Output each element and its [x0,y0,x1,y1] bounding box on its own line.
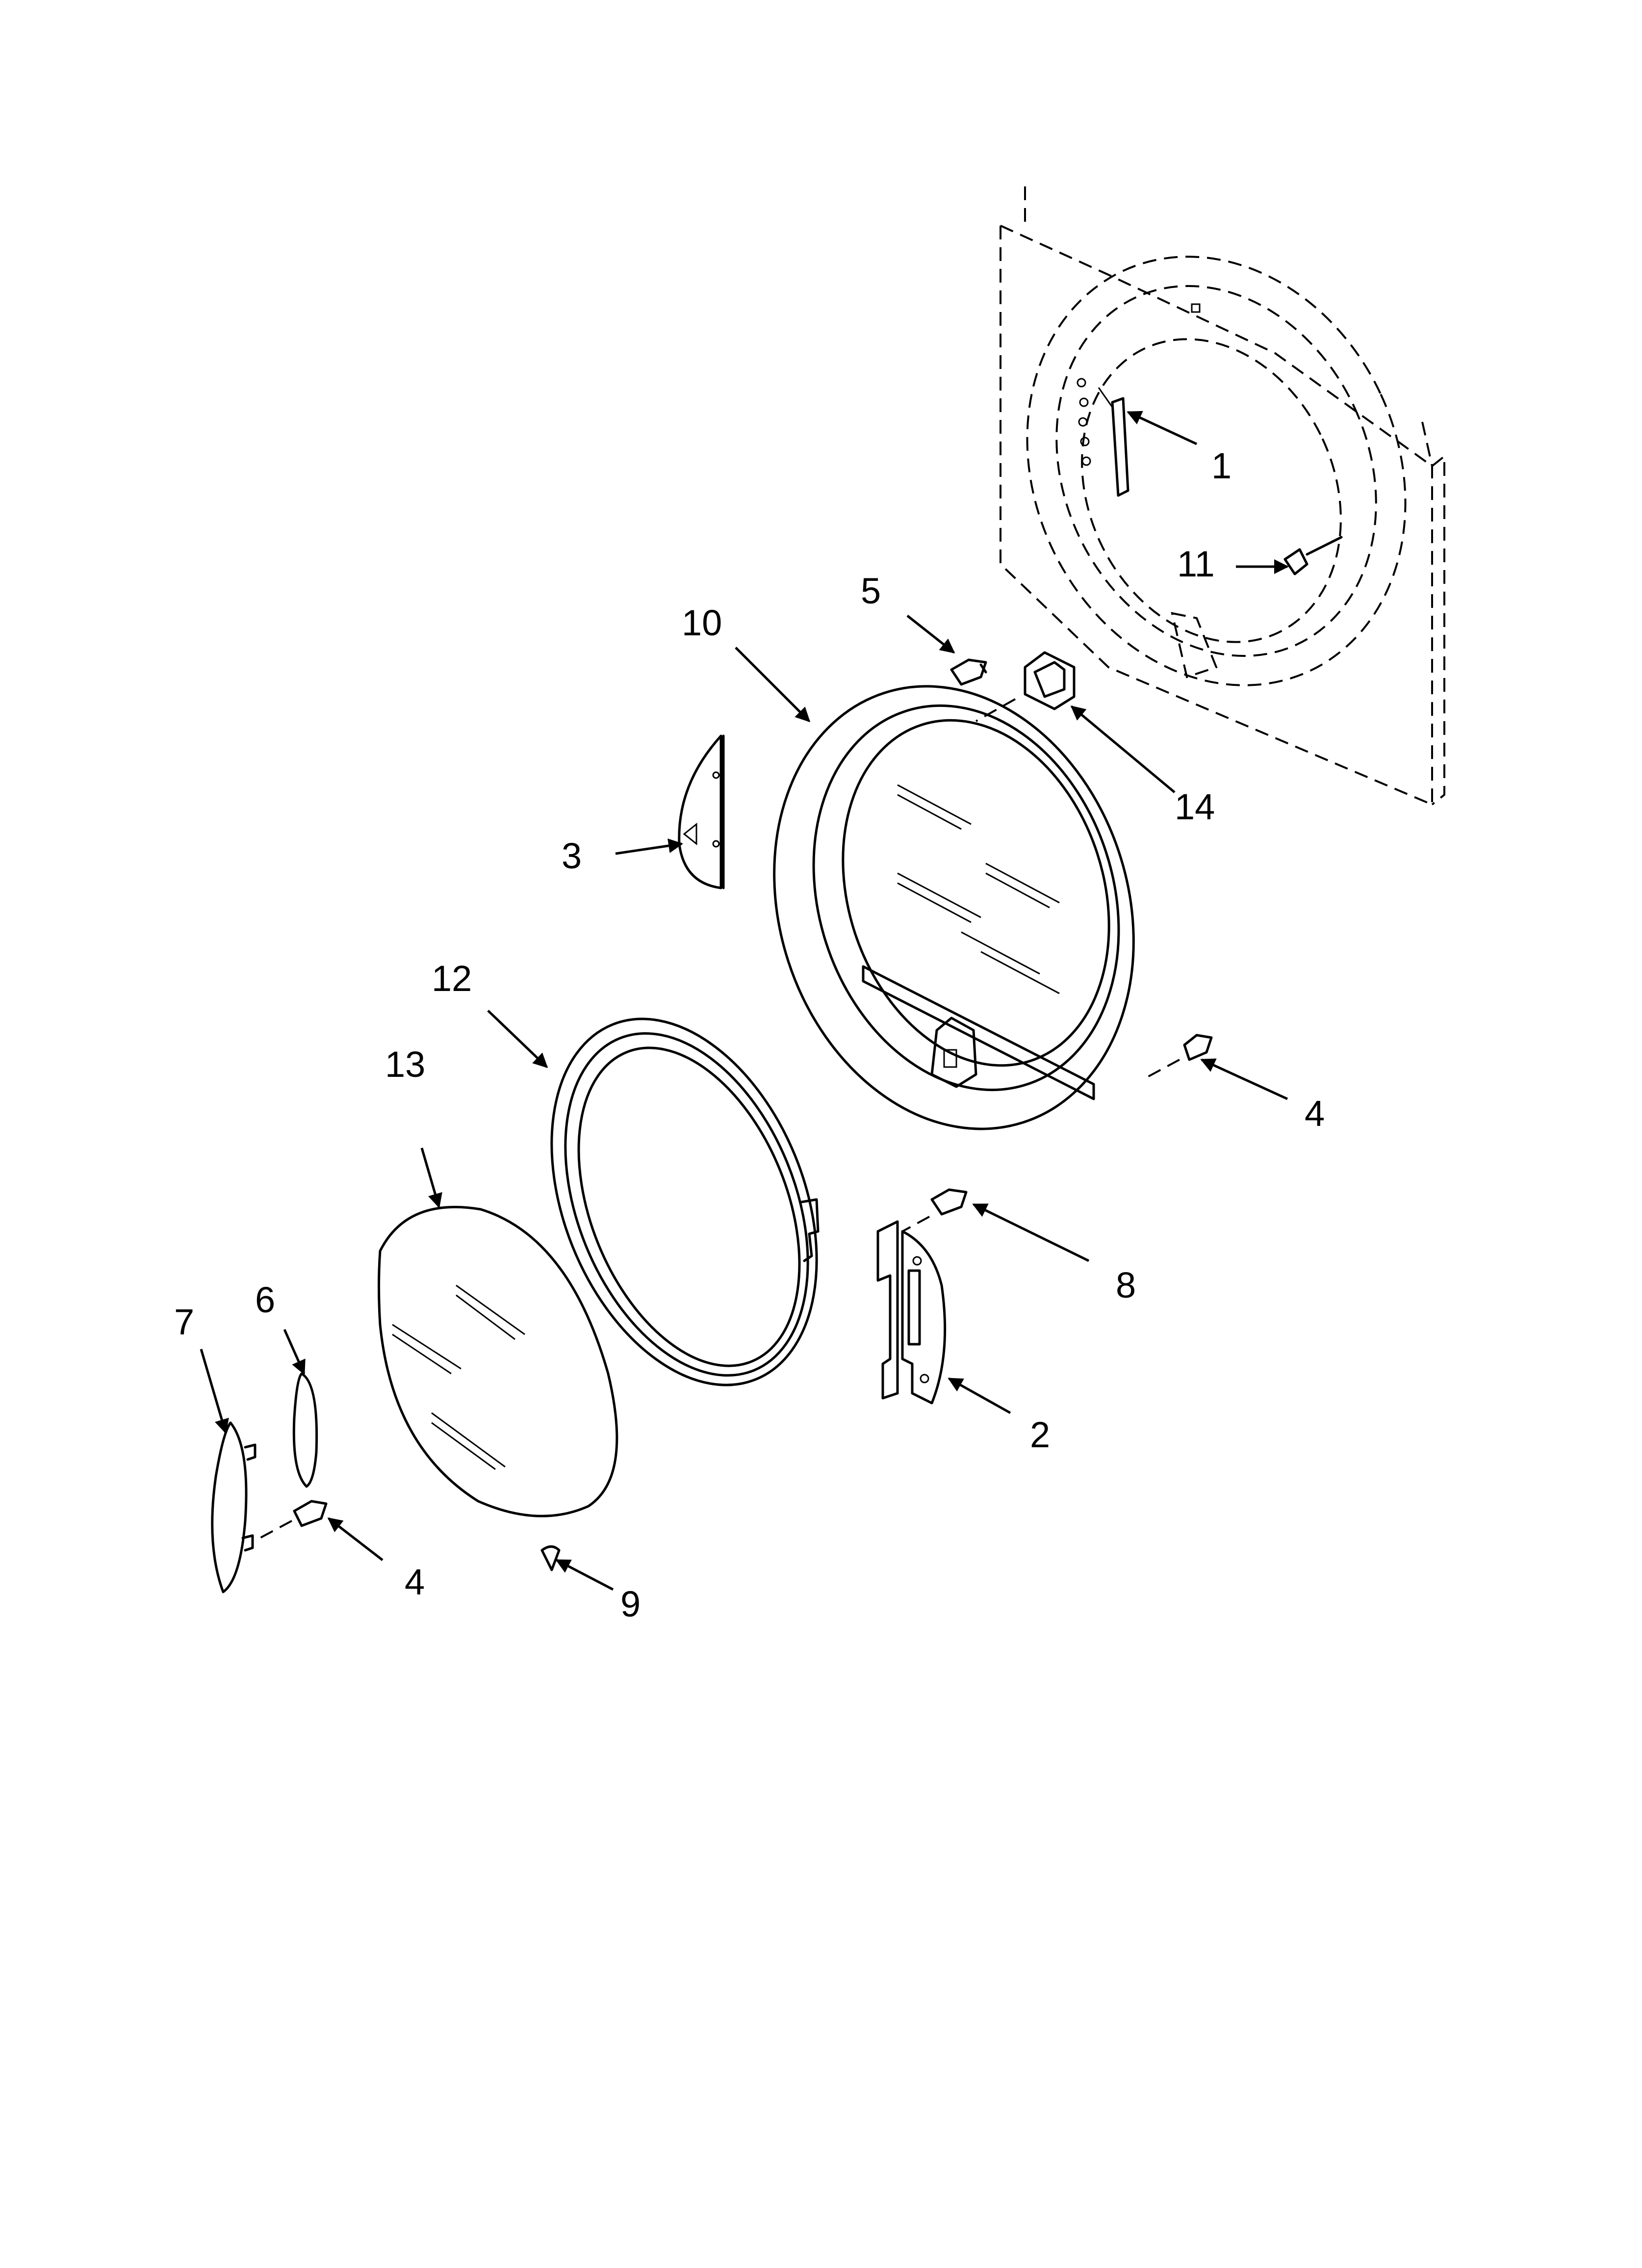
part-8-screw [902,1188,968,1232]
part-3-hinge-cover [678,734,725,889]
part-12-gasket-ring [550,1017,820,1386]
part-6-handle-insert [292,1372,318,1488]
part-1-strike [1098,387,1129,497]
part-7-door-handle [211,1421,257,1593]
callout-7: 7 [174,1302,194,1342]
callout-4-right: 4 [1305,1093,1325,1134]
part-5-screw [950,658,987,686]
part-13-door-glass [378,1205,618,1517]
part-2-hinge [876,1220,947,1405]
callout-12: 12 [432,958,472,999]
part-10-glass-reflections [897,784,1060,994]
part-14-catch [975,651,1076,722]
callout-14: 14 [1175,786,1215,827]
callout-3: 3 [562,835,582,876]
callout-5: 5 [861,571,881,611]
callout-10: 10 [682,602,722,643]
callout-4-left: 4 [405,1562,425,1602]
leader-arrows [200,411,1289,1591]
callout-13: 13 [385,1044,425,1085]
callout-6: 6 [255,1279,275,1320]
part-13-glass-reflections [392,1284,525,1470]
callout-2: 2 [1030,1414,1050,1455]
cabinet-front-panel [1000,186,1445,807]
callout-8: 8 [1116,1265,1136,1305]
callout-9: 9 [620,1584,641,1624]
part-4-screw-left [259,1500,328,1539]
callout-11: 11 [1177,544,1215,584]
part-10-inner-door [773,685,1135,1130]
callout-1: 1 [1211,445,1232,486]
panel-holes [1077,303,1201,466]
part-11-screw [1283,536,1343,575]
part-4-screw-right [1147,1034,1213,1078]
part-9-bumper [540,1545,561,1571]
